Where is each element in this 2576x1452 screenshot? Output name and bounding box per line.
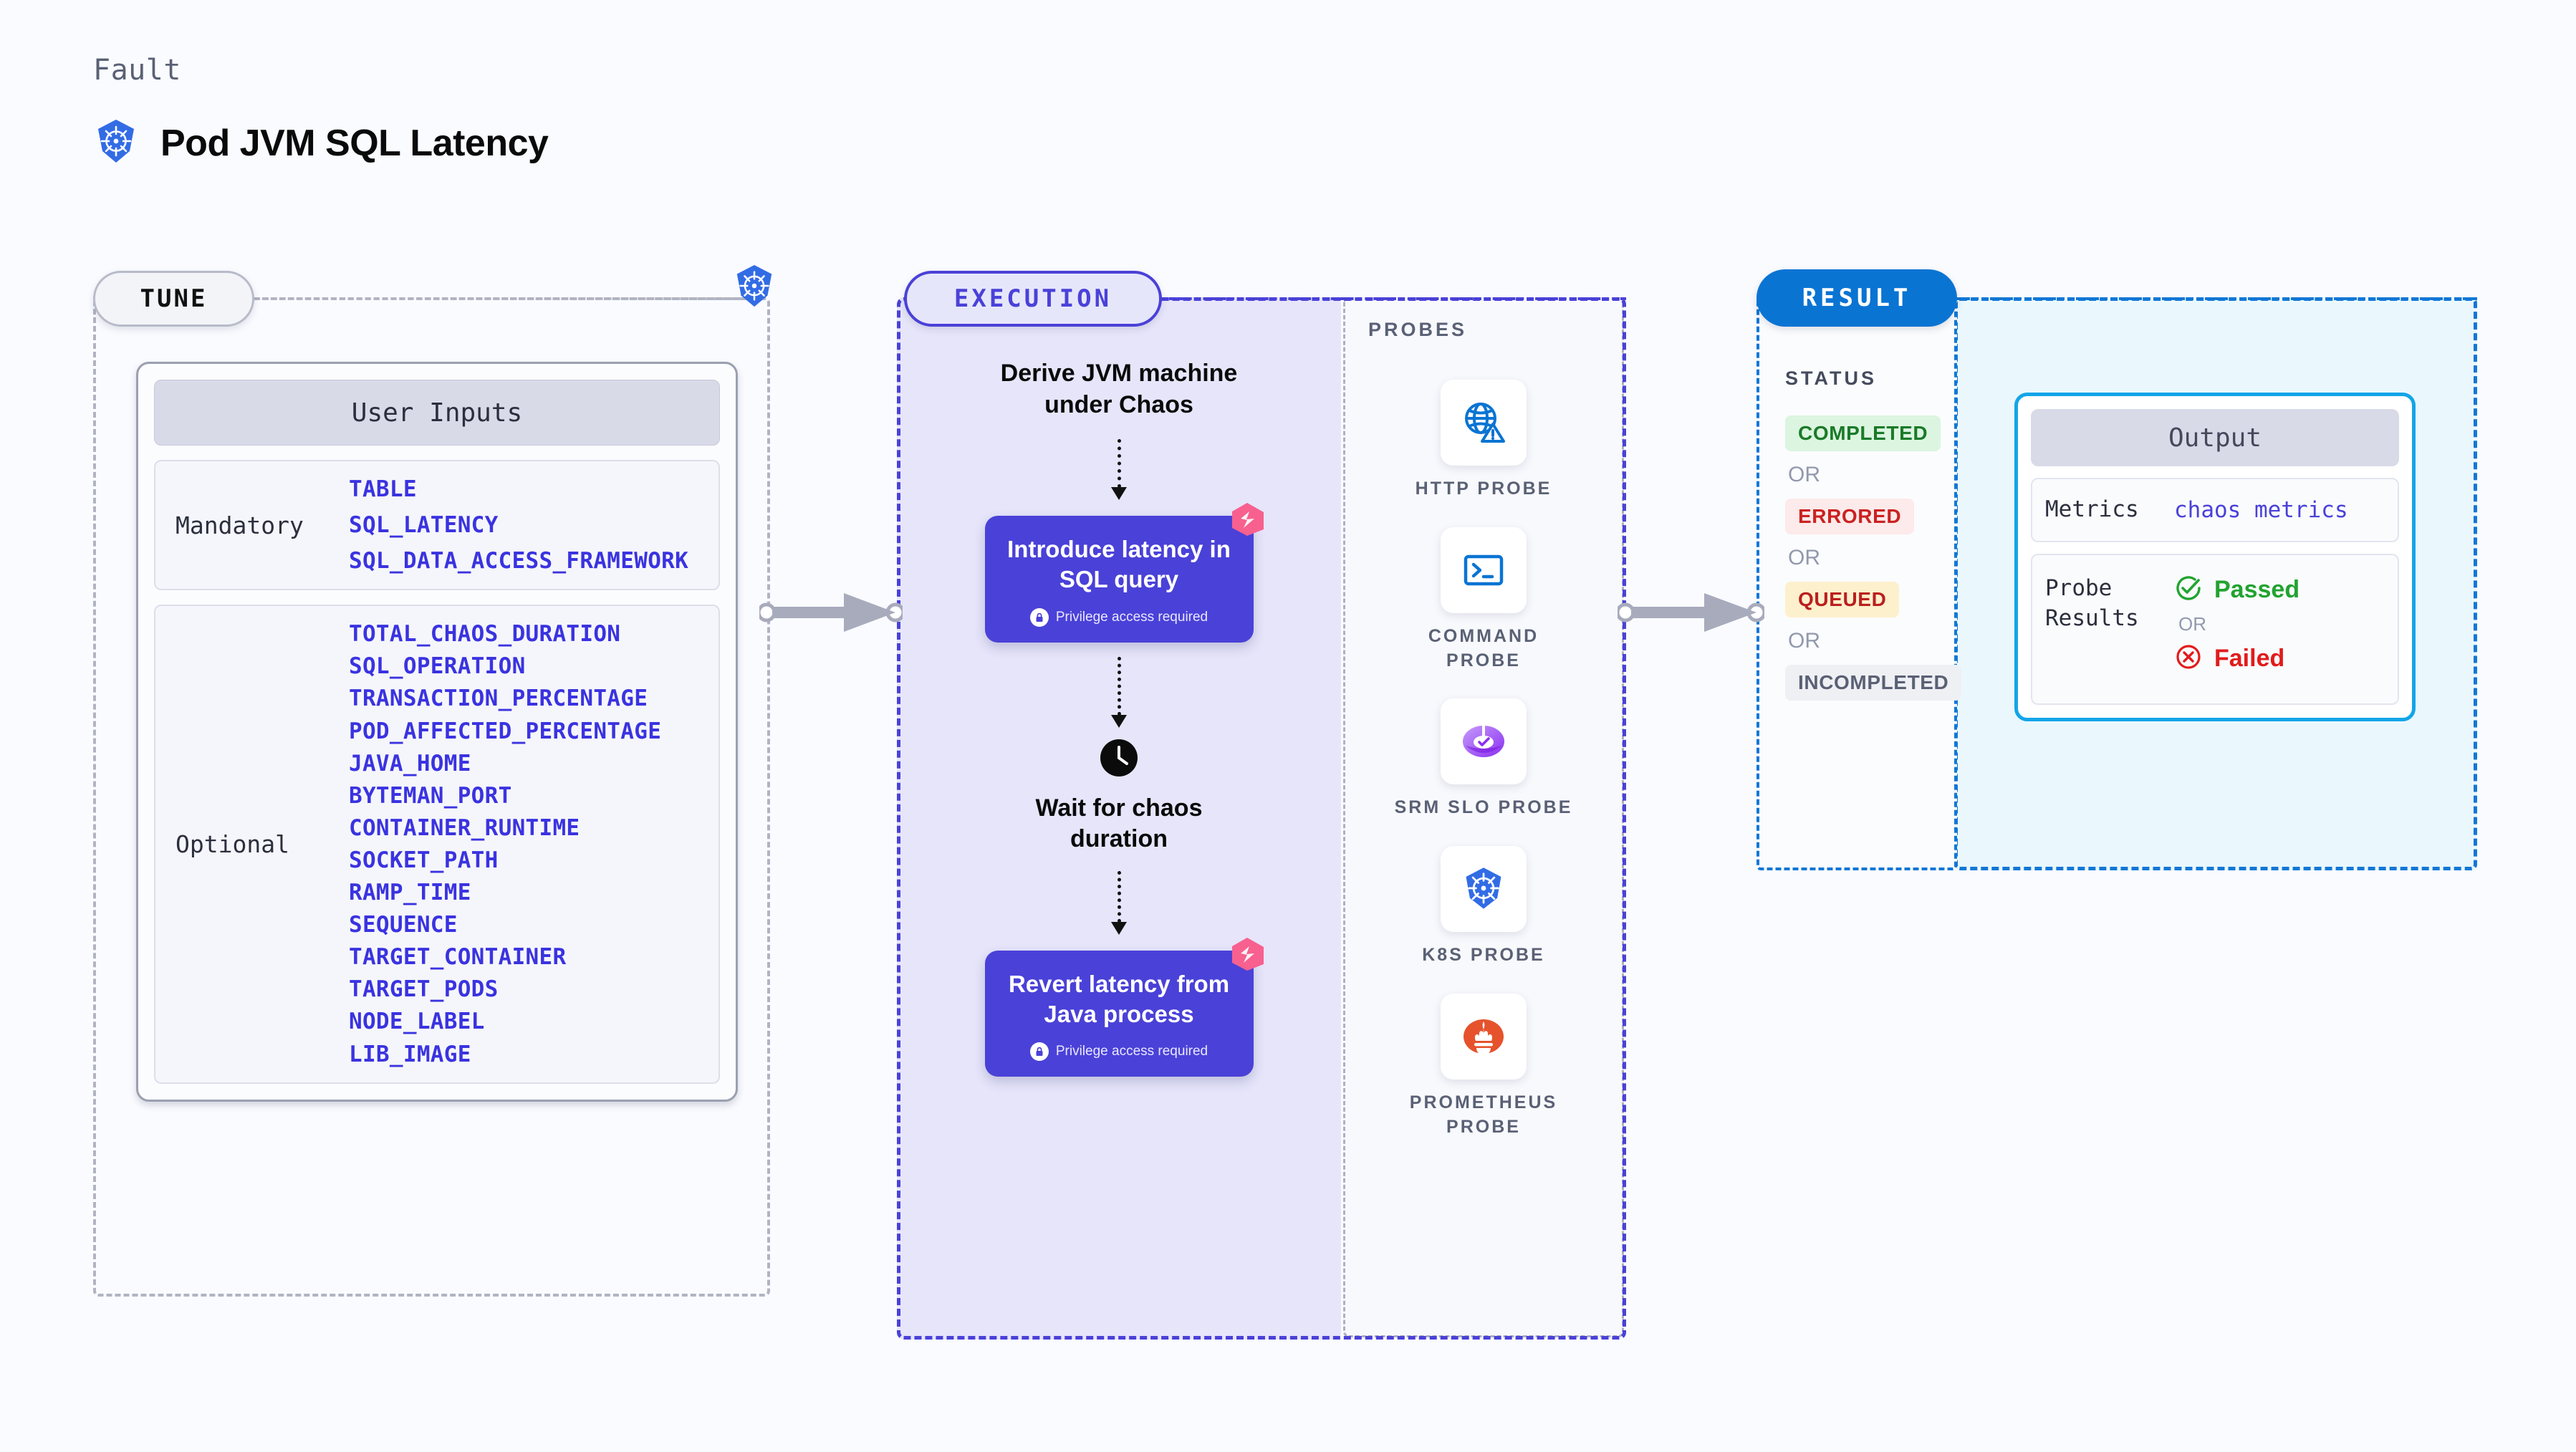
optional-label: Optional (176, 830, 289, 858)
flow-arrow-execution-to-result (1615, 587, 1767, 641)
param-item[interactable]: TRANSACTION_PERCENTAGE (349, 686, 648, 712)
result-lead-line (1956, 297, 2477, 300)
result-tag[interactable]: RESULT (1756, 269, 1957, 327)
probe-srm-slo[interactable]: SRM SLO PROBE (1395, 698, 1573, 820)
param-item[interactable]: TARGET_CONTAINER (349, 944, 567, 971)
lock-icon (1029, 1042, 1049, 1061)
privilege-note: Privilege access required (1001, 1042, 1238, 1061)
privilege-note-text: Privilege access required (1055, 609, 1208, 625)
user-inputs-card: User Inputs Mandatory TABLE SQL_LATENCY … (136, 362, 738, 1102)
probe-passed-label: Passed (2214, 575, 2300, 603)
terminal-icon (1441, 527, 1527, 613)
kubernetes-icon (1440, 846, 1527, 932)
probe-k8s[interactable]: K8S PROBE (1422, 846, 1544, 968)
status-badge-errored: ERRORED (1785, 499, 1915, 534)
probes-list: HTTP PROBE COMMAND PROBE (1343, 380, 1624, 1139)
clock-icon (1099, 738, 1139, 782)
execution-tag[interactable]: EXECUTION (904, 271, 1162, 327)
status-badge-queued: QUEUED (1785, 582, 1900, 617)
kubernetes-icon (732, 264, 777, 312)
output-metrics-value[interactable]: chaos metrics (2174, 496, 2348, 523)
mandatory-params-group: Mandatory TABLE SQL_LATENCY SQL_DATA_ACC… (154, 460, 720, 591)
param-item[interactable]: CONTAINER_RUNTIME (349, 814, 580, 841)
flow-connector-2 (1111, 656, 1127, 728)
param-item[interactable]: BYTEMAN_PORT (349, 782, 512, 809)
param-item[interactable]: NODE_LABEL (349, 1009, 485, 1035)
check-circle-icon (2174, 574, 2203, 606)
probe-result-failed: Failed (2174, 643, 2299, 675)
param-item[interactable]: SQL_DATA_ACCESS_FRAMEWORK (349, 548, 689, 574)
page-title-row: Pod JVM SQL Latency (93, 118, 549, 168)
privilege-note: Privilege access required (1001, 607, 1238, 627)
param-item[interactable]: POD_AFFECTED_PERCENTAGE (349, 718, 662, 744)
param-item[interactable]: RAMP_TIME (349, 880, 471, 906)
status-label: STATUS (1785, 367, 1877, 389)
execution-lead-line (1160, 297, 1626, 300)
param-item[interactable]: TABLE (349, 476, 417, 502)
probe-result-or: OR (2178, 612, 2206, 635)
fault-kicker: Fault (93, 54, 181, 87)
status-or: OR (1788, 546, 1820, 569)
output-metrics-key: Metrics (2045, 496, 2139, 522)
prometheus-icon (1441, 993, 1527, 1080)
output-title: Output (2031, 409, 2399, 466)
output-probe-key: Probe Results (2045, 574, 2139, 631)
output-probe-results-row: Probe Results Passed OR (2031, 553, 2399, 705)
probe-command[interactable]: COMMAND PROBE (1394, 527, 1573, 673)
x-circle-icon (2174, 643, 2203, 675)
lock-icon (1029, 607, 1049, 627)
user-inputs-title: User Inputs (154, 380, 720, 446)
execution-step-title: Revert latency from Java process (1008, 970, 1230, 1027)
status-or: OR (1788, 629, 1820, 653)
probe-label: SRM SLO PROBE (1394, 797, 1573, 818)
litmus-chaos-icon (1228, 935, 1267, 977)
execution-step-derive: Derive JVM machine under Chaos (1000, 360, 1238, 418)
execution-step-revert-latency[interactable]: Revert latency from Java process Privile… (984, 937, 1264, 1077)
param-item[interactable]: SQL_OPERATION (349, 653, 526, 680)
globe-warning-icon (1440, 380, 1527, 466)
status-badge-completed: COMPLETED (1785, 415, 1941, 451)
privilege-note-text: Privilege access required (1055, 1044, 1208, 1059)
mandatory-param-list: TABLE SQL_LATENCY SQL_DATA_ACCESS_FRAMEW… (349, 477, 719, 573)
tune-lead-line (254, 297, 763, 300)
flow-connector-3 (1111, 870, 1127, 935)
optional-param-list: TOTAL_CHAOS_DURATION SQL_OPERATION TRANS… (349, 622, 719, 1066)
output-card: Output Metrics chaos metrics Probe Resul… (2014, 393, 2416, 721)
optional-params-group: Optional TOTAL_CHAOS_DURATION SQL_OPERAT… (154, 605, 720, 1084)
param-item[interactable]: SQL_LATENCY (349, 512, 499, 539)
execution-step-wait: Wait for chaos duration (1035, 794, 1203, 853)
param-item[interactable]: LIB_IMAGE (349, 1041, 471, 1067)
mandatory-label: Mandatory (176, 511, 304, 539)
execution-flow: Derive JVM machine under Chaos Introduce… (897, 358, 1341, 1077)
flow-connector-1 (1111, 439, 1127, 501)
flow-arrow-tune-to-execution (756, 587, 905, 641)
output-probe-values: Passed OR Failed (2174, 574, 2299, 675)
status-badge-incompleted: INCOMPLETED (1785, 665, 1962, 701)
param-item[interactable]: TARGET_PODS (349, 976, 499, 1003)
probe-label: PROMETHEUS PROBE (1409, 1092, 1558, 1137)
probes-subsection-boundary (1343, 299, 1624, 1337)
status-or: OR (1788, 463, 1820, 486)
probe-prometheus[interactable]: PROMETHEUS PROBE (1394, 993, 1573, 1140)
execution-step-introduce-latency[interactable]: Introduce latency in SQL query Privilege… (984, 503, 1264, 643)
probe-label: K8S PROBE (1422, 945, 1545, 965)
execution-step-title: Introduce latency in SQL query (1007, 536, 1231, 593)
probe-result-passed: Passed (2174, 574, 2299, 606)
tune-tag[interactable]: TUNE (93, 271, 254, 327)
probe-label: COMMAND PROBE (1428, 625, 1539, 670)
probe-failed-label: Failed (2214, 644, 2285, 672)
srm-slo-icon (1441, 698, 1527, 785)
output-metrics-row: Metrics chaos metrics (2031, 478, 2399, 542)
litmus-chaos-icon (1228, 500, 1267, 542)
status-list: COMPLETED OR ERRORED OR QUEUED OR INCOMP… (1785, 415, 1962, 701)
param-item[interactable]: TOTAL_CHAOS_DURATION (349, 621, 621, 648)
page-title: Pod JVM SQL Latency (160, 122, 549, 164)
param-item[interactable]: JAVA_HOME (349, 750, 471, 777)
param-item[interactable]: SOCKET_PATH (349, 847, 499, 873)
probes-label: PROBES (1368, 319, 1468, 340)
probe-http[interactable]: HTTP PROBE (1416, 380, 1552, 501)
kubernetes-icon (93, 118, 139, 168)
probe-label: HTTP PROBE (1415, 479, 1552, 499)
param-item[interactable]: SEQUENCE (349, 912, 458, 938)
